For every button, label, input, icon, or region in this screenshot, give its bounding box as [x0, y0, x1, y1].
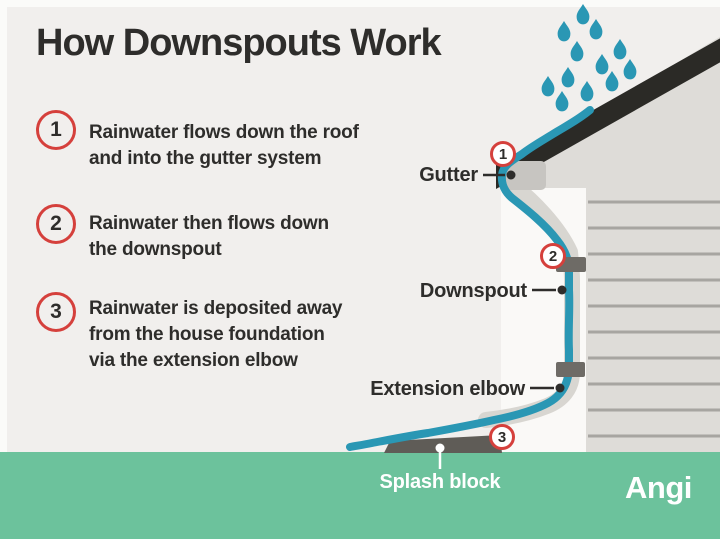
raindrop-icon	[576, 4, 590, 25]
house-wall	[504, 36, 720, 452]
step-item-1: 1 Rainwater flows down the roof and into…	[36, 110, 359, 172]
extension-elbow-label: Extension elbow	[370, 378, 525, 400]
raindrop-icon	[623, 59, 637, 80]
extension-elbow-leader-dot	[555, 383, 565, 393]
raindrop-icon	[595, 54, 609, 75]
step-text-3: Rainwater is deposited away from the hou…	[89, 296, 343, 374]
gutter-leader-dot	[506, 170, 516, 180]
step-3-line-3: via the extension elbow	[89, 350, 298, 371]
corner-trim-wall	[501, 188, 586, 452]
step-1-line-1: Rainwater flows down the roof	[89, 122, 359, 143]
edge-highlight-left	[0, 0, 7, 452]
splash-block-label: Splash block	[379, 471, 501, 493]
splash-block-shape	[384, 435, 502, 453]
ground-strip	[0, 452, 720, 539]
marker-number-2: 2	[548, 247, 558, 265]
siding-lines	[588, 200, 720, 438]
marker-number-3: 3	[497, 428, 507, 446]
step-text-1: Rainwater flows down the roof and into t…	[89, 120, 359, 172]
marker-number-1: 1	[498, 145, 508, 163]
step-text-2: Rainwater then flows down the downspout	[89, 211, 329, 263]
raindrops	[541, 4, 637, 112]
step-item-2: 2 Rainwater then flows down the downspou…	[36, 204, 329, 263]
step-1-line-2: and into the gutter system	[89, 148, 322, 169]
diagram-marker-1: 1	[490, 141, 516, 167]
raindrop-icon	[570, 41, 584, 62]
step-number-badge-3: 3	[36, 292, 76, 332]
raindrop-icon	[589, 19, 603, 40]
step-number-1: 1	[50, 118, 62, 141]
step-number-3: 3	[50, 300, 62, 323]
step-number-badge-1: 1	[36, 110, 76, 150]
downspout-leader-dot	[557, 285, 567, 295]
downspout-label: Downspout	[419, 280, 527, 302]
diagram-marker-3: 3	[489, 424, 515, 450]
step-2-line-2: the downspout	[89, 239, 222, 260]
step-3-line-2: from the house foundation	[89, 324, 325, 345]
page-title: How Downspouts Work	[36, 22, 442, 64]
raindrop-icon	[613, 39, 627, 60]
step-3-line-1: Rainwater is deposited away	[89, 298, 343, 319]
step-item-3: 3 Rainwater is deposited away from the h…	[36, 292, 343, 374]
pipe-bracket-lower	[556, 362, 585, 377]
diagram-marker-2: 2	[540, 243, 566, 269]
step-number-2: 2	[50, 212, 62, 235]
edge-highlight-top	[0, 0, 720, 7]
raindrop-icon	[605, 71, 619, 92]
raindrop-icon	[555, 91, 569, 112]
angi-logo: Angi	[625, 470, 692, 505]
step-number-badge-2: 2	[36, 204, 76, 244]
raindrop-icon	[541, 76, 555, 97]
raindrop-icon	[561, 67, 575, 88]
raindrop-icon	[580, 81, 594, 102]
roof-edge	[496, 38, 720, 189]
gutter-label: Gutter	[419, 164, 478, 186]
step-2-line-1: Rainwater then flows down	[89, 213, 329, 234]
raindrop-icon	[557, 21, 571, 42]
gutter-shape	[503, 161, 546, 190]
